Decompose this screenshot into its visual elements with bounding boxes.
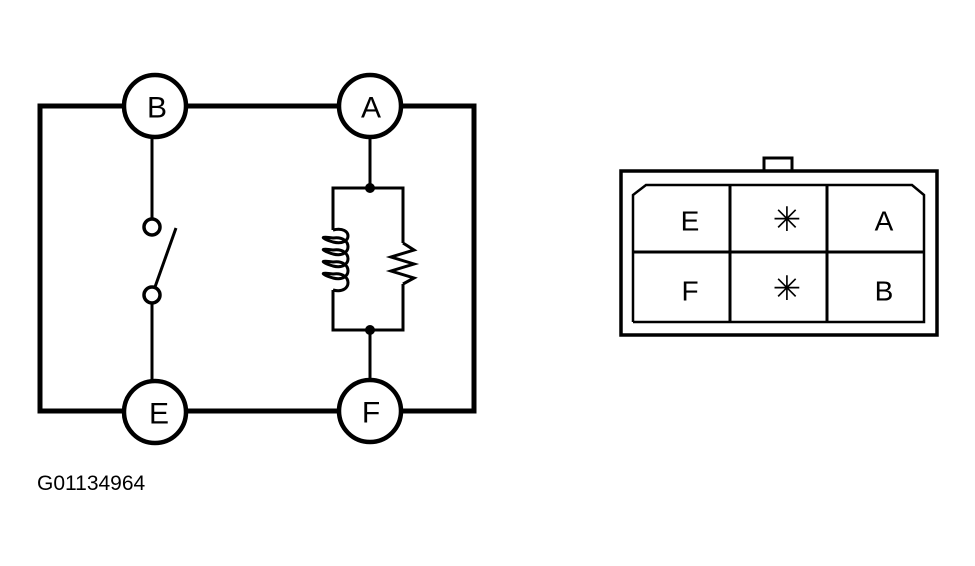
figure-id-caption: G01134964 bbox=[37, 472, 146, 495]
connector-cell-r2c2: ✳ bbox=[773, 269, 802, 309]
switch-contact-top bbox=[142, 217, 162, 237]
connector-inner-outline bbox=[631, 183, 926, 324]
resistor-symbol bbox=[385, 241, 420, 286]
circuit-schematic: B A E F bbox=[37, 72, 477, 446]
terminal-e-label: E bbox=[149, 398, 169, 431]
terminal-b-label: B bbox=[147, 92, 167, 125]
switch-blade bbox=[153, 227, 178, 288]
terminal-f-label: F bbox=[362, 397, 380, 430]
branch-frame-top bbox=[331, 186, 405, 243]
terminal-a: A bbox=[336, 72, 404, 140]
terminal-b: B bbox=[121, 72, 189, 140]
terminal-f: F bbox=[336, 377, 404, 445]
switch-contact-bottom bbox=[142, 285, 162, 305]
connector-cell-r2c3: B bbox=[875, 276, 894, 307]
connector-cell-r1c1: E bbox=[681, 206, 700, 237]
connector-cell-r1c2: ✳ bbox=[773, 200, 802, 240]
switch bbox=[142, 138, 178, 382]
terminal-e: E bbox=[121, 378, 189, 446]
coil-symbol bbox=[321, 227, 350, 293]
connector-cell-r1c3: A bbox=[875, 206, 894, 237]
coil-resistor-network bbox=[321, 137, 420, 381]
terminal-a-label: A bbox=[361, 92, 381, 125]
connector-face: E ✳ A F ✳ B bbox=[619, 156, 939, 337]
connector-cell-r2c1: F bbox=[681, 276, 698, 307]
